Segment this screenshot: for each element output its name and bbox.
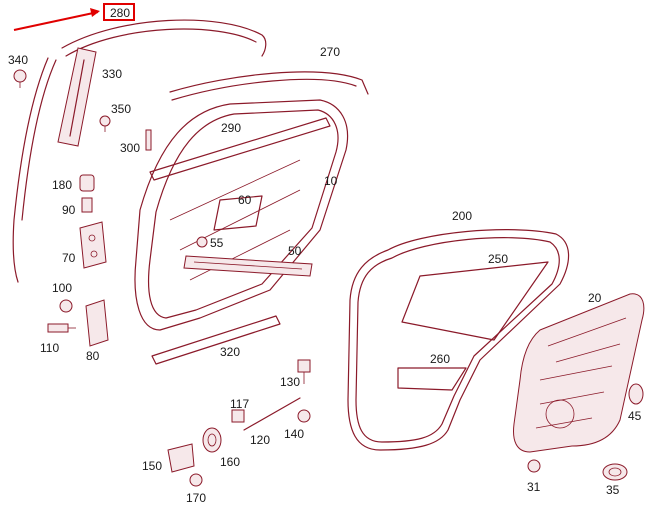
roof-seal-270-inner [171,78,357,101]
grommet-45[interactable] [628,383,644,405]
label-280: 280 [110,6,130,20]
label-45[interactable]: 45 [628,409,642,423]
b-pillar-cover-ridge [69,59,85,137]
window-frame-seal-280[interactable] [61,19,267,57]
label-270[interactable]: 270 [320,45,340,59]
speaker-opening [545,399,575,429]
bolt-55[interactable] [196,236,208,248]
lower-seal-320[interactable] [151,315,281,365]
clip-340[interactable] [13,69,27,88]
label-80[interactable]: 80 [86,349,100,363]
label-117[interactable]: 117 [230,397,249,411]
label-55[interactable]: 55 [210,236,224,250]
label-70[interactable]: 70 [62,251,76,265]
label-350[interactable]: 350 [111,102,131,116]
label-330[interactable]: 330 [102,67,122,81]
panel-opening-60[interactable] [213,195,263,231]
nut-140[interactable] [297,409,311,423]
label-50[interactable]: 50 [288,244,302,258]
pin-300[interactable] [145,129,152,151]
door-seal-200[interactable] [347,229,570,451]
label-260[interactable]: 260 [430,352,450,366]
label-110[interactable]: 110 [40,341,59,355]
door-shell-inner [147,109,339,319]
reinforcement-bar-50[interactable] [183,255,313,277]
roof-seal-270[interactable] [169,71,369,95]
window-frame-seal-inner [65,28,257,57]
label-140[interactable]: 140 [284,427,304,441]
window-channel-290[interactable] [149,117,331,181]
label-160[interactable]: 160 [220,455,240,469]
label-250[interactable]: 250 [488,252,508,266]
regulator-detail [535,317,627,429]
highlight-arrow [13,11,99,31]
check-strap-120[interactable] [243,397,301,431]
label-20[interactable]: 20 [588,291,602,305]
cap-100[interactable] [59,299,73,313]
label-35[interactable]: 35 [606,483,620,497]
door-seal-200-inner [355,237,560,443]
ring-35[interactable] [602,463,628,481]
label-290[interactable]: 290 [221,121,241,135]
bar-50-line [193,261,303,270]
bolt-130[interactable] [297,359,311,384]
screw-350[interactable] [99,115,111,132]
label-120[interactable]: 120 [250,433,270,447]
hinge-80[interactable] [85,299,109,347]
sleeve-117[interactable] [231,409,245,423]
door-shell-10[interactable] [134,99,349,331]
highlight-box [103,3,135,21]
label-320[interactable]: 320 [220,345,240,359]
label-60[interactable]: 60 [238,193,252,207]
label-200[interactable]: 200 [452,209,472,223]
label-130[interactable]: 130 [280,375,300,389]
trim-strip-340-inner [21,59,57,221]
label-31[interactable]: 31 [527,480,541,494]
label-10[interactable]: 10 [324,174,338,188]
bracket-150[interactable] [167,443,195,473]
bolt-170[interactable] [189,473,203,487]
label-340[interactable]: 340 [8,53,28,67]
bolt-110[interactable] [47,323,76,333]
grommet-160[interactable] [202,427,222,453]
trim-strip-340[interactable] [12,57,49,283]
label-90[interactable]: 90 [62,203,76,217]
label-170[interactable]: 170 [186,491,206,505]
window-glass-250[interactable] [401,261,549,341]
label-150[interactable]: 150 [142,459,162,473]
label-180[interactable]: 180 [52,178,72,192]
cap-180[interactable] [79,174,95,192]
highlight-arrowhead [90,8,100,17]
screw-31[interactable] [527,459,541,473]
bushing-90[interactable] [81,197,93,213]
callout-280-highlight[interactable]: 280 [13,3,135,31]
window-regulator-module-20[interactable] [513,293,645,453]
part-labels: 340 330 350 300 270 290 10 60 55 50 180 … [8,45,642,505]
hinge-70[interactable] [79,221,107,269]
label-300[interactable]: 300 [120,141,140,155]
quarter-glass-260[interactable] [397,367,467,391]
label-100[interactable]: 100 [52,281,72,295]
